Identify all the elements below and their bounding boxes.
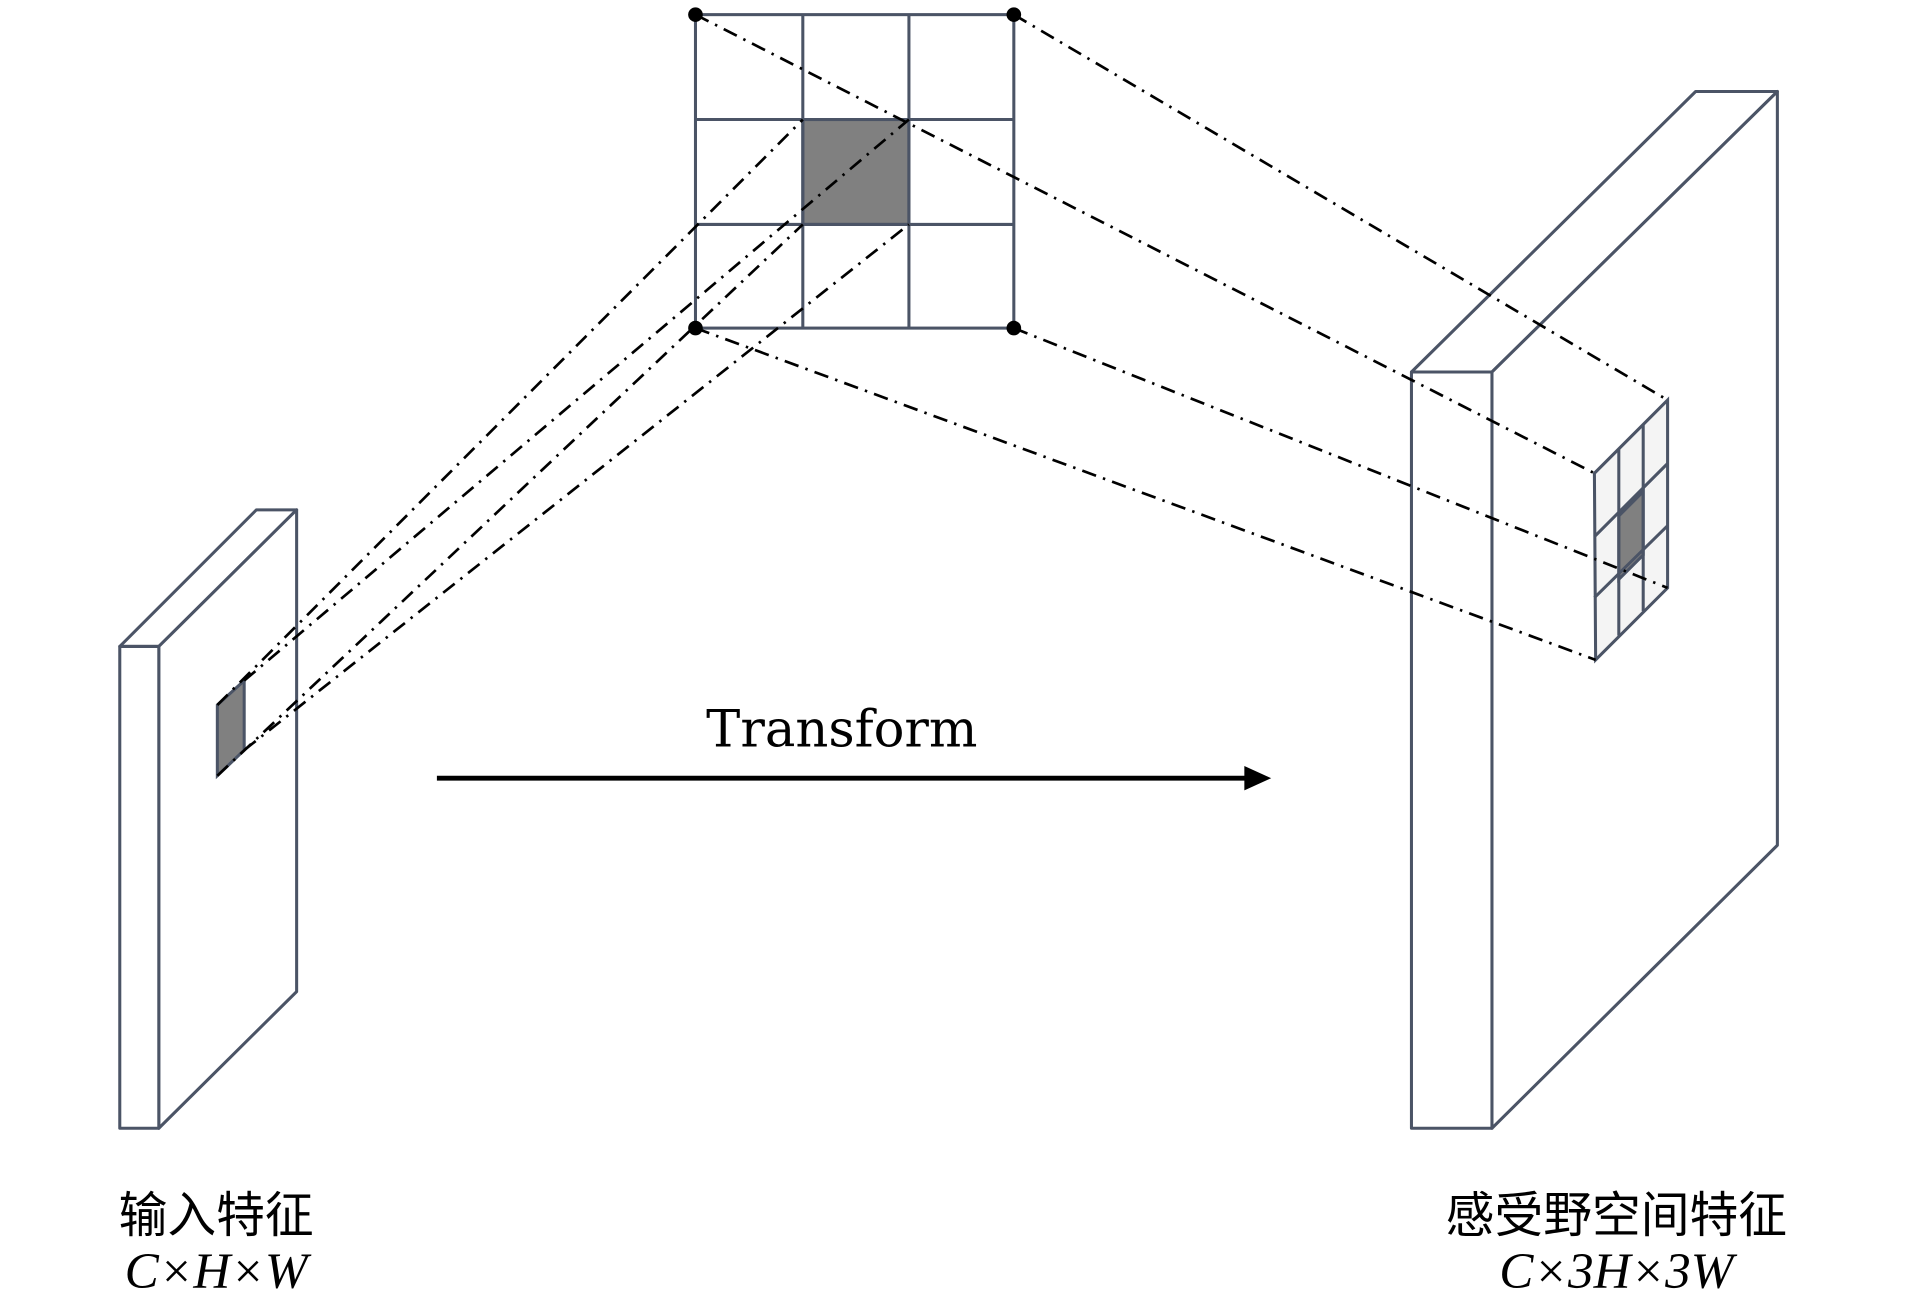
input-shape: C×H×W bbox=[125, 1243, 312, 1299]
transform-arrow bbox=[436, 765, 1272, 791]
kernel-center-cell bbox=[801, 118, 911, 226]
projection-lines bbox=[216, 13, 1669, 777]
input-title: 输入特征 bbox=[119, 1187, 314, 1244]
input-feature-block bbox=[118, 508, 299, 1130]
transform-label: Transform bbox=[706, 699, 977, 759]
kernel-grid bbox=[688, 7, 1022, 336]
output-feature-block bbox=[1409, 89, 1779, 1130]
output-shape: C×3H×3W bbox=[1499, 1243, 1737, 1299]
output-title: 感受野空间特征 bbox=[1446, 1187, 1787, 1244]
